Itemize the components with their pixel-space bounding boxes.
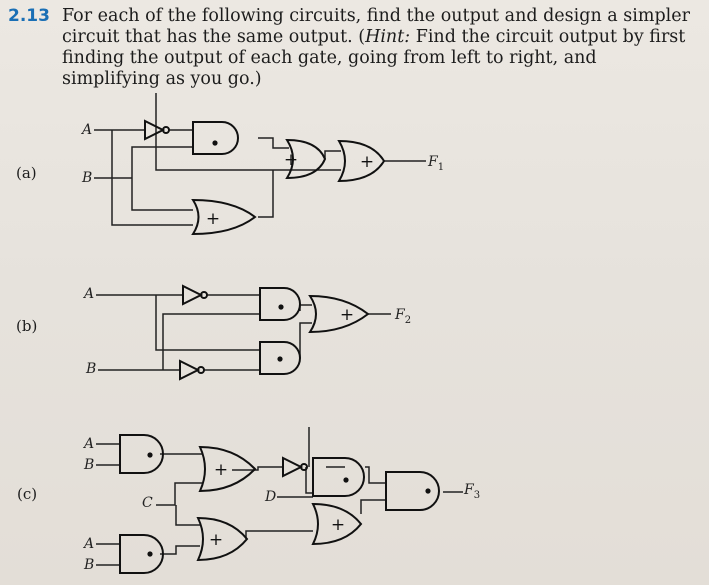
or-gate [337,139,386,183]
problem-number: 2.13 [8,6,50,26]
not-gate [282,456,304,478]
and-dot [425,488,431,494]
not-gate [144,119,166,141]
or-symbol: + [360,152,374,172]
and-gate [259,341,301,375]
or-symbol: + [331,515,345,535]
or-gate [198,445,257,493]
not-gate [182,284,204,306]
or-gate [308,294,370,334]
or-symbol: + [214,460,228,480]
hint-label: Hint: [365,27,411,47]
and-gate [259,287,301,321]
input-label-c-B: B [83,457,94,473]
input-label-c-D: D [264,489,276,505]
and-gate [119,434,164,474]
wire [94,93,426,226]
input-label-c-A2: A [82,536,94,552]
circuit-c: (c) A B C D A B + + [17,427,480,574]
and-dot [343,477,349,483]
problem-text: For each of the following circuits, find… [62,6,700,90]
and-dot [278,304,284,310]
input-label-c-C: C [142,495,153,511]
and-dot [277,356,283,362]
circuit-b: (b) A B + F2 [16,284,411,381]
not-gate [179,359,201,381]
and-gate [312,457,365,497]
and-gate [385,471,440,511]
part-label-c: (c) [17,485,37,503]
and-gate [119,534,164,574]
or-symbol: + [340,305,354,325]
and-dot [212,140,218,146]
circuit-a: (a) A B + + + F1 [16,93,444,236]
or-gate [311,502,363,546]
output-label-F2: F2 [394,307,411,326]
or-symbol: + [209,530,223,550]
input-label-c-B2: B [83,557,94,573]
or-gate [285,138,327,180]
and-dot [147,551,153,557]
input-label-a-B: B [81,170,92,186]
and-dot [147,452,153,458]
or-gate [196,516,249,562]
or-gate [191,198,257,236]
part-label-b: (b) [16,317,37,335]
inversion-bubble [162,126,170,134]
problem-text-intro: For each of the following circuits, find… [62,6,690,47]
part-label-a: (a) [16,164,37,182]
input-label-b-A: A [82,286,94,302]
inversion-bubble [200,291,208,299]
output-label-F1: F1 [427,154,444,173]
input-label-b-B: B [85,361,96,377]
input-label-a-A: A [80,122,92,138]
or-symbol: + [284,150,298,170]
input-label-c-A: A [82,436,94,452]
output-label-F3: F3 [463,482,480,501]
and-gate [192,121,239,155]
problem-statement: 2.13 For each of the following circuits,… [8,6,700,90]
inversion-bubble [197,366,205,374]
inversion-bubble [300,463,308,471]
wire [96,427,463,566]
or-symbol: + [206,209,220,229]
problem-text-hint: Find the circuit output by first finding… [62,27,686,89]
